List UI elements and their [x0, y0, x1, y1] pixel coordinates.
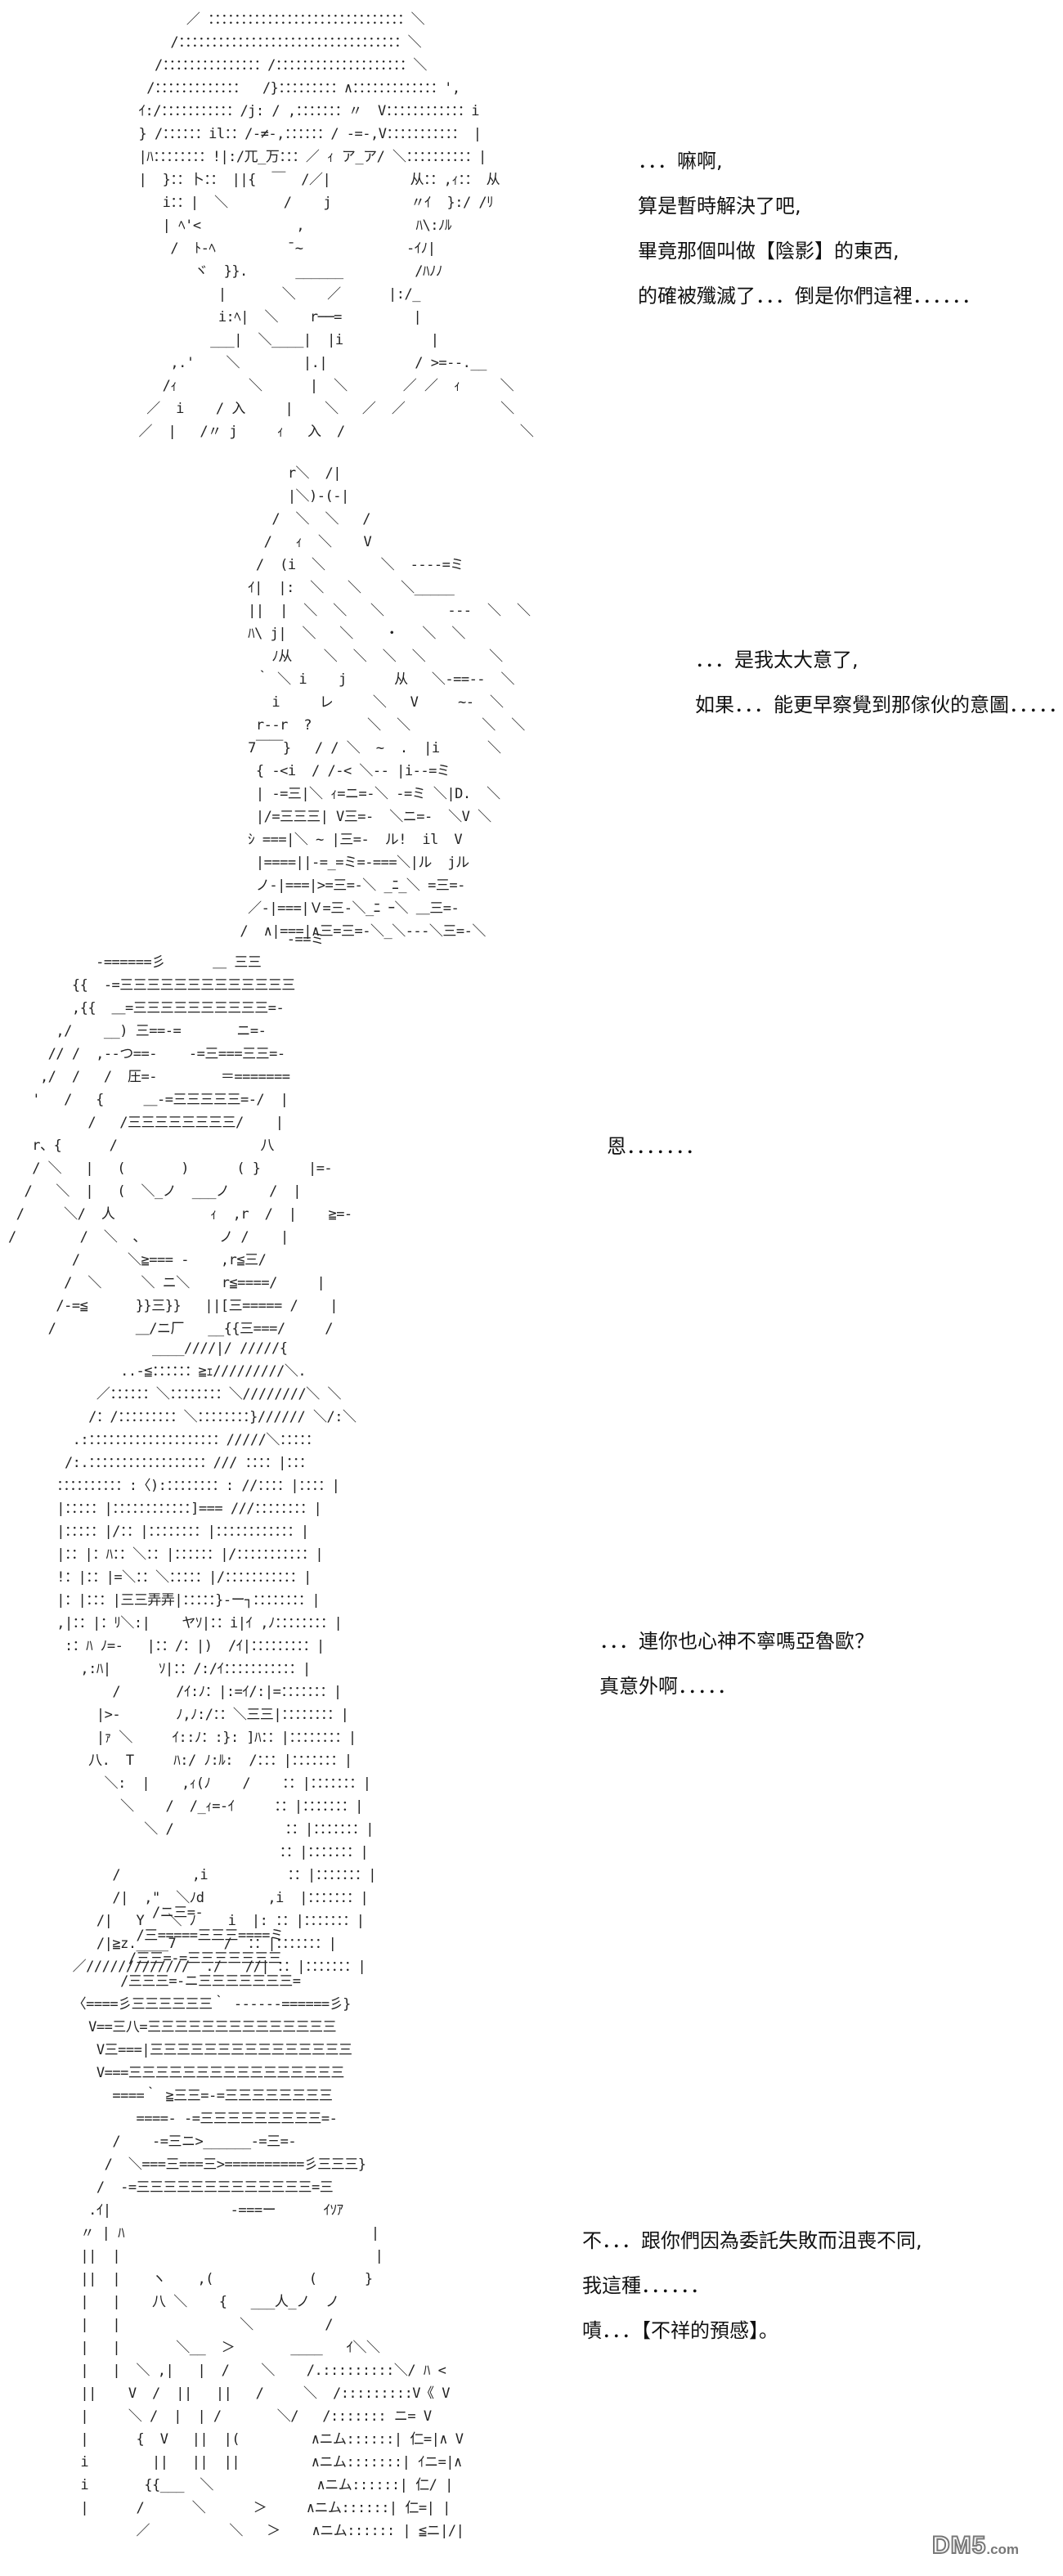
dialog-line: 算是暫時解決了吧, [638, 195, 801, 218]
dialog-line: 恩．．．．．．． [607, 1135, 705, 1158]
dialog-line: ．．．是我太大意了, [695, 648, 859, 671]
dialog-text: ．．．是我太大意了, 如果．．．能更早察覺到那傢伙的意圖．．．．． [695, 638, 1063, 728]
dialog-text: ．．．嘛啊, 算是暫時解決了吧, 畢竟那個叫做【陰影】的東西, 的確被殲滅了．．… [638, 139, 981, 319]
dialog-text: 恩．．．．．．． [607, 1124, 705, 1169]
dialog-line: 我這種．．．．．． [582, 2274, 710, 2297]
dialog-text: ．．．連你也心神不寧嗎亞魯歐？ 真意外啊．．．．． [599, 1619, 874, 1709]
dialog-line: 如果．．．能更早察覺到那傢伙的意圖．．．．． [695, 693, 1063, 716]
watermark-main: DM5 [931, 2532, 987, 2559]
ascii-art-character: -==ミ -======彡 ＿ 三三 {{ -=三三三三三三三三三三三三三 ,{… [8, 931, 352, 1337]
dialog-line: 畢竟那個叫做【陰影】的東西, [638, 240, 899, 263]
dialog-line: 的確被殲滅了．．．倒是你們這裡．．．．．． [638, 285, 981, 307]
dialog-line: 嘖．．．【不祥的預感】。 [582, 2319, 778, 2342]
ascii-art-character: ____////|/ /////{ ..-≦：：：：：：≧ｪ/////////＼… [56, 1340, 376, 1975]
dialog-line: ．．．連你也心神不寧嗎亞魯歐？ [599, 1630, 874, 1653]
ascii-art-character: /ニ三=- /三=====三三三====ミ /三三=-=三三三三三三三 /三三三… [72, 1905, 464, 2539]
panel-1: ／ ：：：：：：：：：：：：：：：：：：：：：：：：：：：：：：＼ /：：：：：… [0, 0, 1063, 442]
ascii-art-character: r＼ /| |＼)-(-| / ＼ ＼ / / ｨ ＼ V / (i ＼ ＼ -… [240, 465, 531, 940]
dialog-line: ．．．嘛啊, [638, 150, 723, 173]
dialog-line: 不．．．跟你們因為委託失敗而沮喪不同, [582, 2229, 922, 2252]
ascii-art-character: ／ ：：：：：：：：：：：：：：：：：：：：：：：：：：：：：：＼ /：：：：：… [138, 11, 534, 440]
dm5-watermark-logo: DM5 .com [931, 2532, 1020, 2559]
watermark-suffix: .com [986, 2542, 1020, 2557]
dialog-line: 真意外啊．．．．． [599, 1675, 737, 1698]
dialog-text: 不．．．跟你們因為委託失敗而沮喪不同, 我這種．．．．．． 嘖．．．【不祥的預感… [582, 2219, 922, 2354]
